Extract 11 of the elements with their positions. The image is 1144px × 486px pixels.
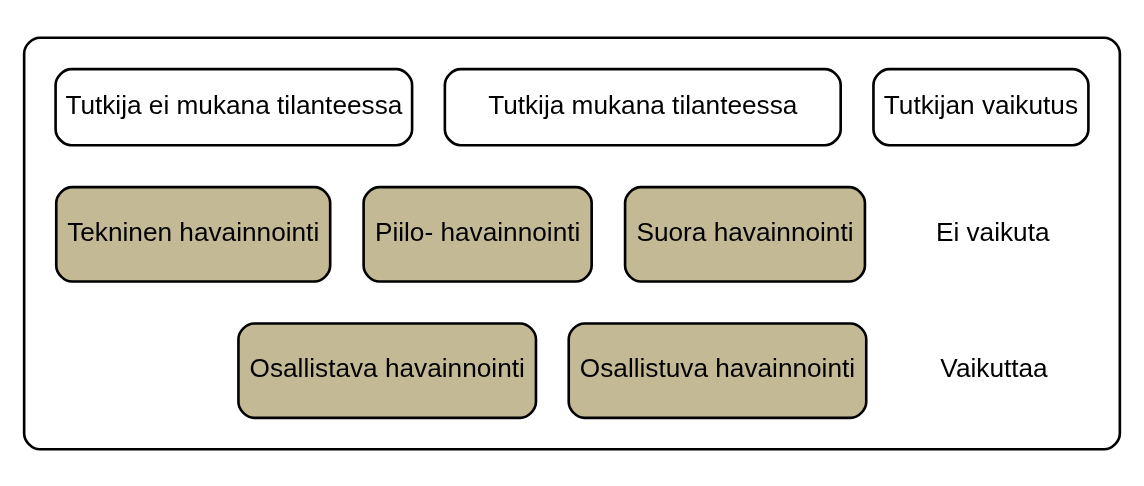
node-box: Tutkija ei mukana tilanteessa [54,67,414,146]
node-box: Piilo- havainnointi [362,185,593,283]
label: Ei vaikuta [935,216,1050,247]
node-box: Tutkijan vaikutus [872,67,1090,146]
label: Vaikuttaa [940,352,1048,383]
cluster [22,35,1122,451]
node-box: Tekninen havainnointi [54,185,332,283]
node-box: Suora havainnointi [623,185,867,283]
node-box: Osallistava havainnointi [237,321,538,419]
node-box: Osallistuva havainnointi [567,321,868,419]
node-box: Tutkija mukana tilanteessa [443,67,842,146]
